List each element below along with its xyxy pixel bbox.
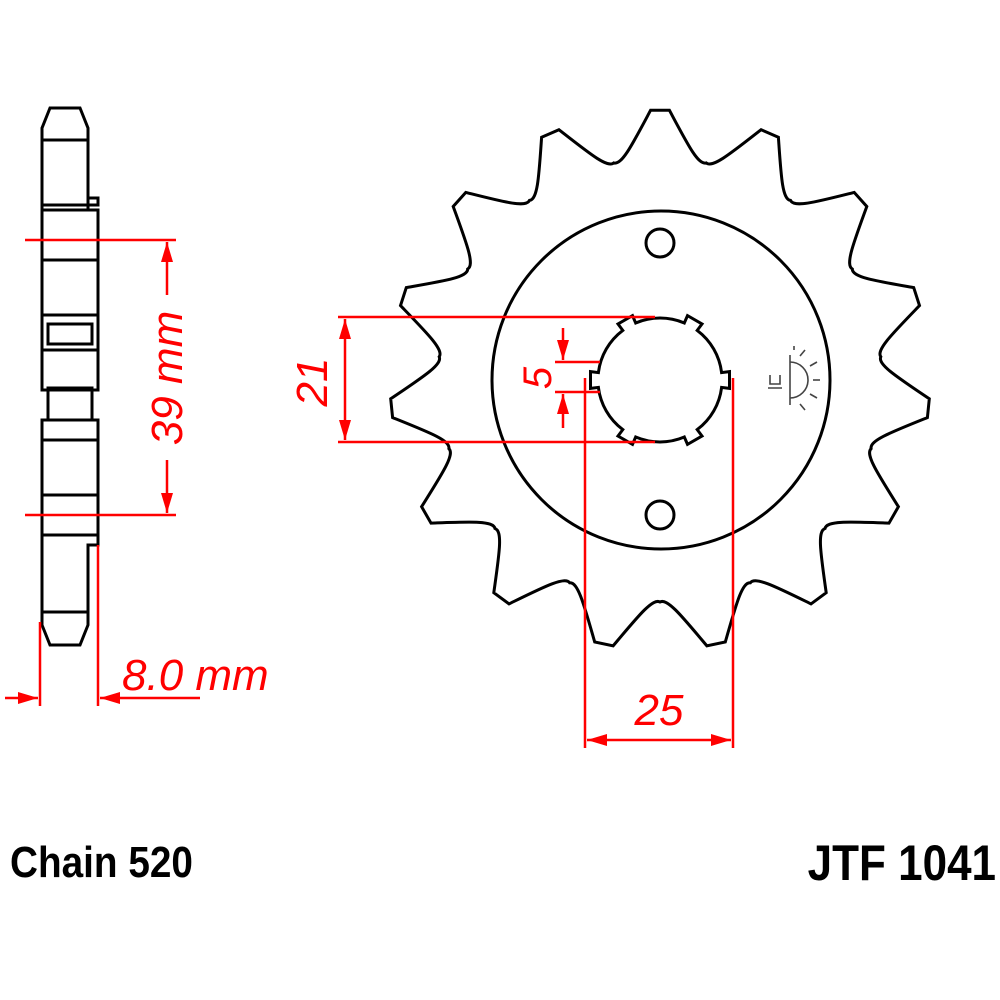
sun-logo-icon <box>768 346 820 411</box>
mounting-hole-top <box>644 227 676 259</box>
tooth-bottom-profile <box>40 610 90 647</box>
spline-bore-outline <box>589 313 731 447</box>
chain-label: Chain 520 <box>10 838 193 887</box>
key-width-label: 5 <box>516 366 560 389</box>
bore-dim-label: 25 <box>634 686 684 735</box>
part-number: JTF 1041 <box>807 835 996 891</box>
tooth-top-profile <box>40 106 90 142</box>
hub-circle <box>490 209 832 551</box>
mounting-hole-bottom <box>644 499 676 531</box>
pitch-dim-label: 39 mm <box>143 311 192 445</box>
spline-depth-dimension: 21 <box>288 315 655 444</box>
thickness-dimension: 8.0 mm <box>5 545 269 706</box>
side-view <box>40 106 100 647</box>
spline-depth-label: 21 <box>288 358 337 408</box>
pitch-dimension: 39 mm <box>25 238 192 517</box>
hatch-section <box>40 438 100 497</box>
front-view <box>389 108 931 648</box>
hatch-section <box>40 258 100 317</box>
key-width-dimension: 5 <box>516 328 600 428</box>
sprocket-teeth-outline <box>389 108 931 648</box>
thickness-dim-label: 8.0 mm <box>122 651 269 700</box>
hatch-section <box>40 533 100 614</box>
hatch-section <box>40 138 90 212</box>
bore-dimension: 25 <box>583 378 735 748</box>
